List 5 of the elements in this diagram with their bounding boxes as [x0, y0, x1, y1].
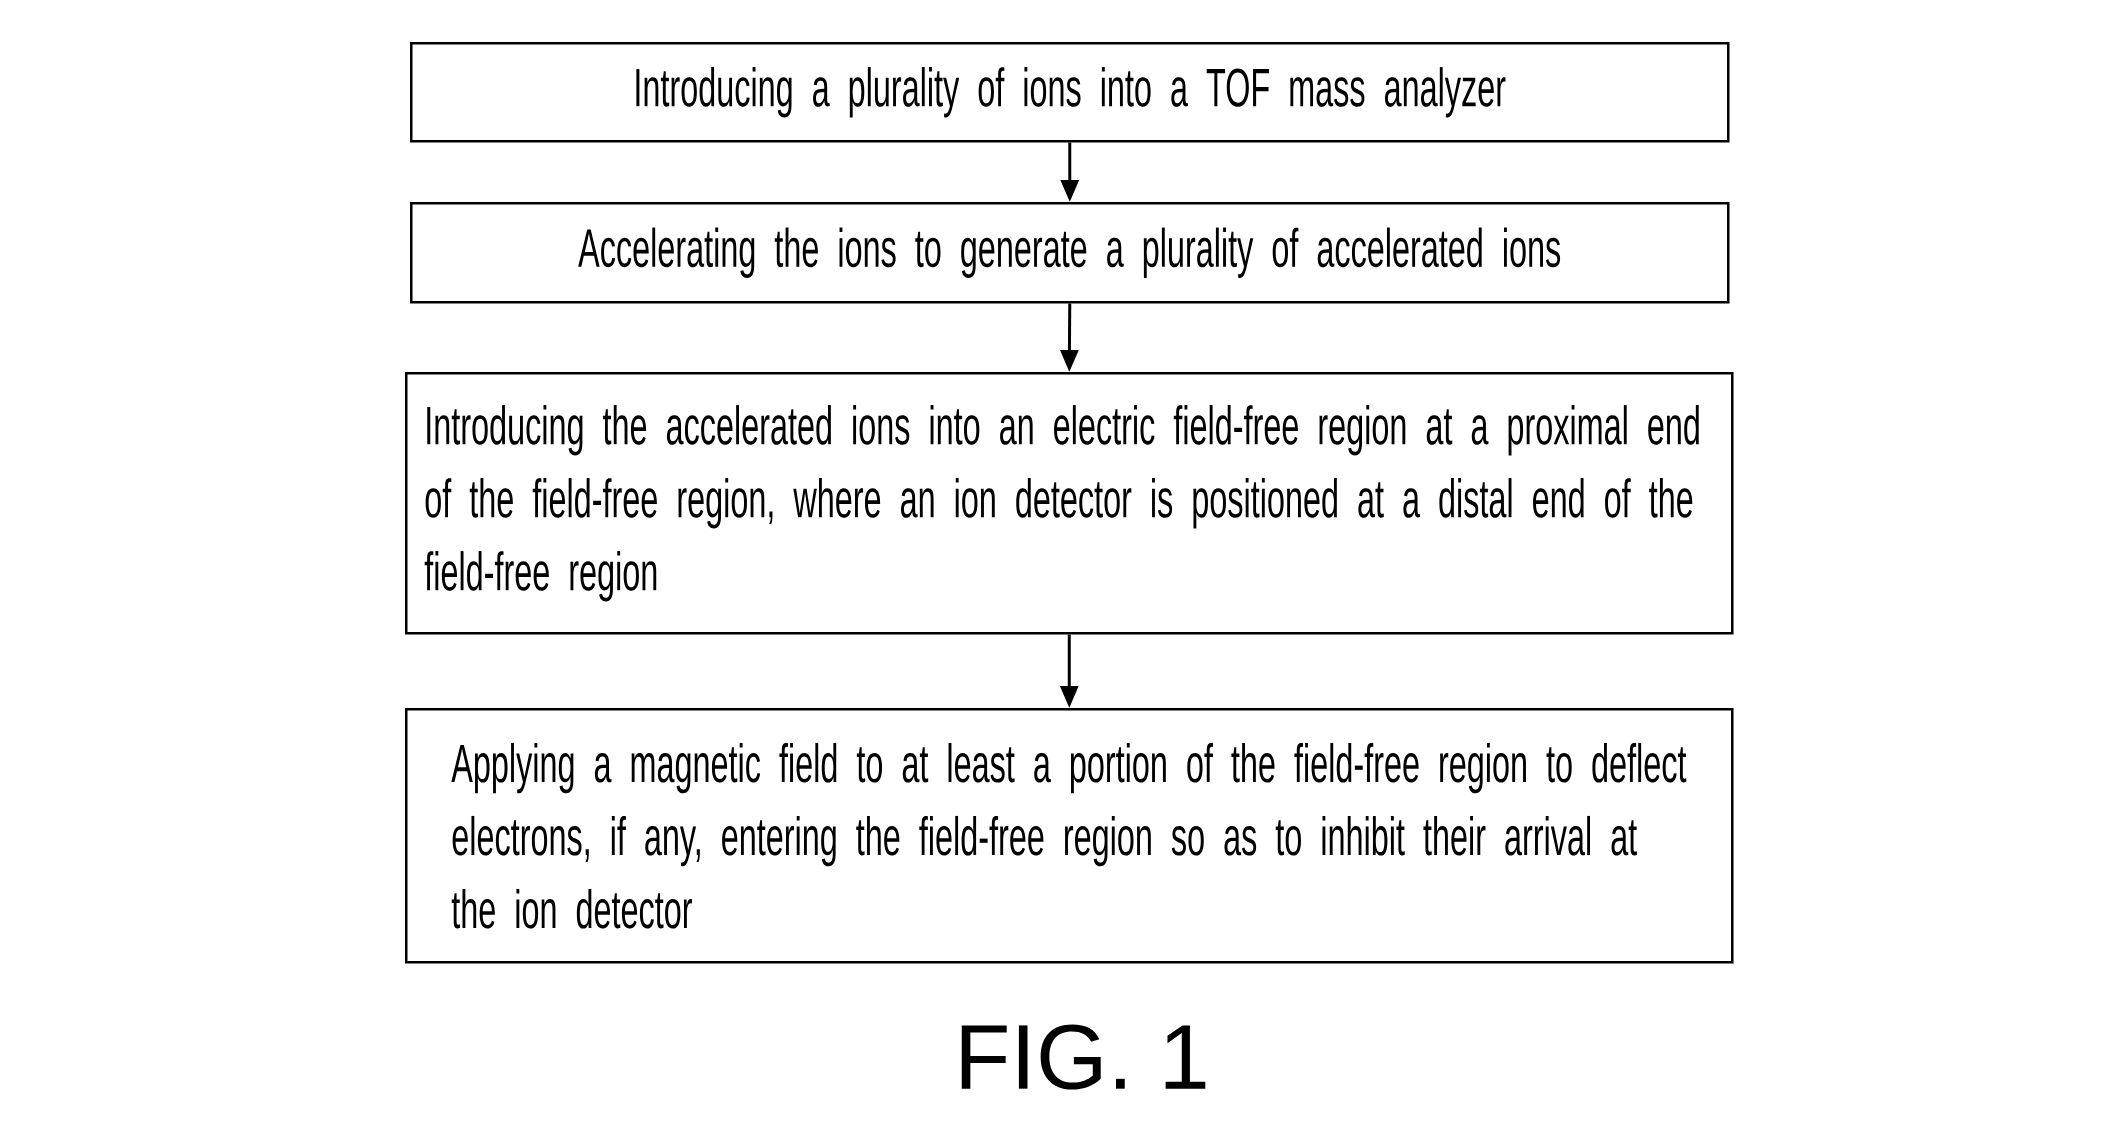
- process-box: Introducing a plurality of ions into a TOF mass analyzer: [410, 42, 1730, 143]
- process-box: Introducing the accelerated ions into an electric field-free region at a proximal end of the field-free region, where an ion detector is positioned at a distal end of the field-free region: [405, 372, 1734, 635]
- process-box: Accelerating the ions to generate a plurality of accelerated ions: [410, 202, 1730, 304]
- process-box: Applying a magnetic field to at least a portion of the field-free region to deflect electrons, if any, entering the field-free region so as to inhibit their arrival at the ion detector: [405, 708, 1734, 964]
- figure-caption: FIG. 1: [961, 1024, 1206, 1090]
